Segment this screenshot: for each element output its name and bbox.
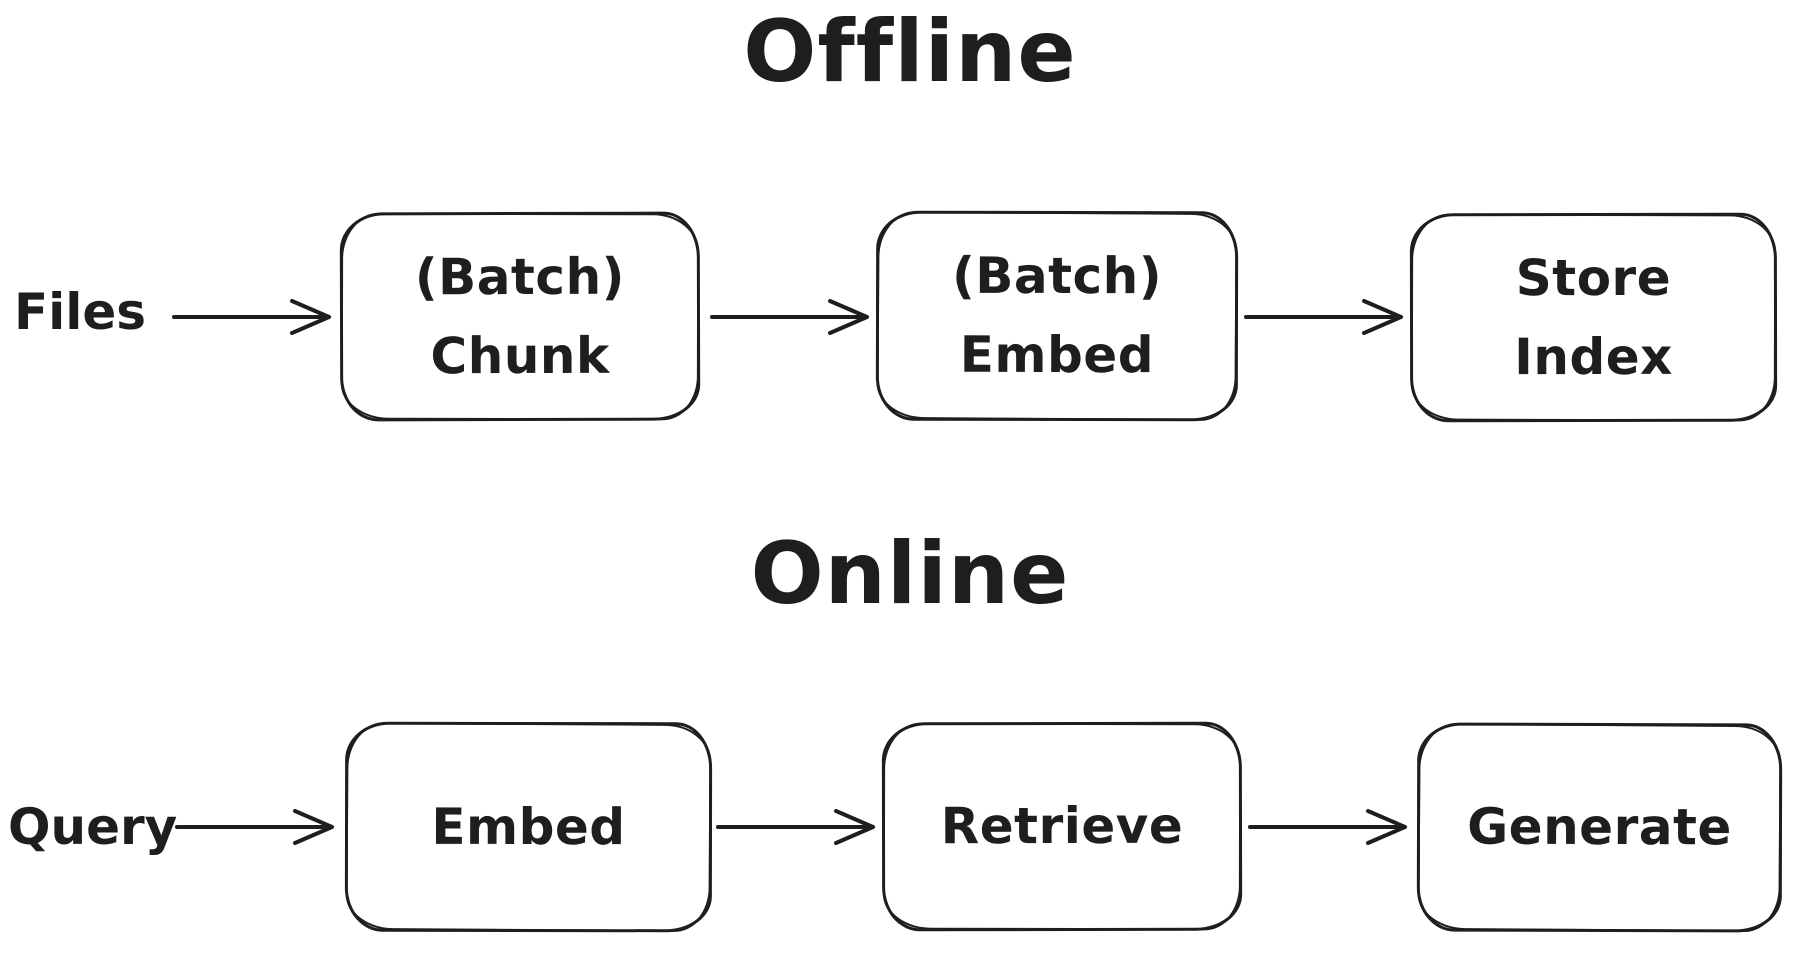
node-store-index: Store Index <box>1409 212 1778 423</box>
arrow-files-to-batch-chunk <box>172 299 331 335</box>
label-files: Files <box>13 283 147 341</box>
node-label: Retrieve <box>940 796 1184 856</box>
node-label: Index <box>1514 327 1673 386</box>
node-label: Generate <box>1467 797 1732 857</box>
node-batch-embed: (Batch) Embed <box>875 210 1239 422</box>
node-label: Store <box>1515 248 1672 307</box>
node-label: Chunk <box>430 326 610 385</box>
node-generate: Generate <box>1416 722 1783 933</box>
arrow-embed-to-retrieve <box>716 809 875 845</box>
label-query: Query <box>8 798 178 856</box>
section-title-offline: Offline <box>743 2 1077 102</box>
section-title-online: Online <box>750 524 1070 624</box>
node-batch-chunk: (Batch) Chunk <box>339 211 701 422</box>
node-label: Embed <box>959 325 1155 385</box>
arrow-batch-embed-to-store-index <box>1244 299 1403 335</box>
arrow-batch-chunk-to-batch-embed <box>710 299 869 335</box>
arrow-retrieve-to-generate <box>1248 809 1407 845</box>
node-embed: Embed <box>344 721 713 933</box>
node-label: Embed <box>431 797 626 856</box>
arrow-query-to-embed <box>175 809 334 845</box>
node-retrieve: Retrieve <box>881 721 1243 932</box>
node-label: (Batch) <box>951 246 1163 306</box>
node-label: (Batch) <box>414 247 626 306</box>
